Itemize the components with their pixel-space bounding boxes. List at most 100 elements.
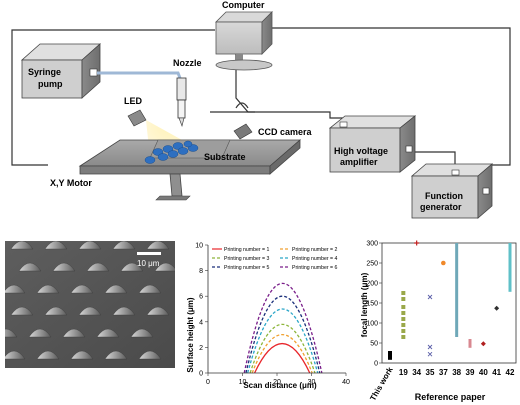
x-tick-label: 42 xyxy=(506,368,515,377)
microlens xyxy=(28,328,52,338)
high-voltage-amplifier: High voltage amplifier xyxy=(328,115,417,173)
x-tick-label: 40 xyxy=(342,379,350,386)
substrate-label: Substrate xyxy=(204,152,246,162)
data-point-square xyxy=(401,335,406,339)
microlens xyxy=(138,350,162,360)
printed-droplets xyxy=(144,140,199,164)
range-bar xyxy=(508,243,512,292)
data-point-square xyxy=(401,323,406,327)
data-point-diamond xyxy=(480,341,486,347)
microlens xyxy=(146,241,170,250)
microlens xyxy=(86,262,110,272)
legend-entry: Printing number = 1 xyxy=(224,247,270,253)
microlens xyxy=(146,306,170,316)
x-tick-label: 20 xyxy=(273,379,281,386)
microlens xyxy=(5,350,26,360)
microlens xyxy=(5,328,18,338)
wiring xyxy=(11,27,511,166)
x-tick-label: 10 xyxy=(239,379,247,386)
y-tick-label: 6 xyxy=(199,294,203,301)
microlens xyxy=(10,306,34,316)
data-point-square xyxy=(401,305,406,309)
data-point-square xyxy=(401,297,406,301)
computer-label: Computer xyxy=(222,0,265,10)
x-tick-label: 34 xyxy=(412,368,421,377)
microlens xyxy=(96,328,120,338)
y-tick-label: 300 xyxy=(366,241,378,248)
ccd-camera-label: CCD camera xyxy=(258,127,313,137)
x-tick-label: 38 xyxy=(452,368,461,377)
microlens xyxy=(36,284,60,294)
y-axis-label: focal length (μm) xyxy=(360,272,369,337)
xy-motor-label: X,Y Motor xyxy=(50,178,92,188)
microlens xyxy=(154,262,175,272)
data-point-x xyxy=(427,344,433,350)
hv-amplifier-label-1: High voltage xyxy=(334,146,388,156)
legend-entry: Printing number = 5 xyxy=(224,265,270,271)
microlens xyxy=(70,284,94,294)
data-point-square xyxy=(401,311,406,315)
function-generator: Function generator xyxy=(410,163,494,219)
x-tick-label: This work xyxy=(368,365,395,402)
microlens xyxy=(120,262,144,272)
data-point-star xyxy=(414,240,420,246)
microlens xyxy=(104,284,128,294)
data-point-circle xyxy=(441,260,446,266)
microlens xyxy=(130,328,154,338)
microlens xyxy=(78,241,102,250)
x-tick-label: 0 xyxy=(206,379,210,386)
microlens xyxy=(70,350,94,360)
x-tick-label: 41 xyxy=(492,368,501,377)
y-tick-label: 10 xyxy=(195,243,203,250)
x-tick-label: 37 xyxy=(439,368,448,377)
sem-image: 10 μm xyxy=(5,241,175,368)
profile-line-5 xyxy=(245,295,321,374)
y-tick-label: 0 xyxy=(374,361,378,368)
led-label: LED xyxy=(124,96,143,106)
microlens xyxy=(18,262,42,272)
syringe-pump-label-1: Syringe xyxy=(28,67,61,77)
y-tick-label: 50 xyxy=(370,341,378,348)
microlens xyxy=(78,306,102,316)
microlens-array xyxy=(5,241,175,360)
syringe-pump-label-2: pump xyxy=(38,79,63,89)
ccd-camera: CCD camera xyxy=(233,123,313,140)
nozzle: Nozzle xyxy=(173,58,202,128)
range-bar xyxy=(455,243,459,337)
profile-line-6 xyxy=(243,283,323,374)
plot-frame xyxy=(381,242,517,364)
data-point-square xyxy=(388,351,392,355)
microlens xyxy=(36,350,60,360)
profile-line-4 xyxy=(247,308,319,374)
y-tick-label: 250 xyxy=(366,261,378,268)
x-axis-label: Scan distance (μm) xyxy=(243,381,317,390)
legend-entry: Printing number = 2 xyxy=(292,247,338,253)
y-tick-label: 150 xyxy=(366,301,378,308)
y-tick-label: 2 xyxy=(199,345,203,352)
x-tick-label: 40 xyxy=(479,368,488,377)
setup-schematic: Computer Syringe pump Nozzle LED CCD cam… xyxy=(11,0,511,219)
legend-entry: Printing number = 3 xyxy=(224,256,270,262)
microlens xyxy=(44,306,68,316)
x-tick-label: 35 xyxy=(426,368,435,377)
computer: Computer xyxy=(215,0,273,71)
legend-entry: Printing number = 4 xyxy=(292,256,338,262)
plot-frame xyxy=(180,237,181,238)
x-tick-label: 30 xyxy=(308,379,316,386)
legend-entry: Printing number = 6 xyxy=(292,265,338,271)
microlens xyxy=(44,241,68,250)
y-tick-label: 100 xyxy=(366,321,378,328)
y-tick-label: 4 xyxy=(199,319,203,326)
data-point-x xyxy=(427,351,433,357)
profile-line-2 xyxy=(251,333,313,374)
xy-stage: Substrate X,Y Motor xyxy=(50,139,302,201)
y-axis-label: Surface height (μm) xyxy=(186,297,195,372)
x-tick-label: 19 xyxy=(399,368,408,377)
supply-tube xyxy=(97,71,182,79)
syringe-pump: Syringe pump xyxy=(20,43,102,99)
x-axis-label: Reference paper xyxy=(415,392,486,402)
data-point-x xyxy=(427,294,433,300)
microlens xyxy=(10,241,34,250)
scale-bar-label: 10 μm xyxy=(137,259,160,268)
